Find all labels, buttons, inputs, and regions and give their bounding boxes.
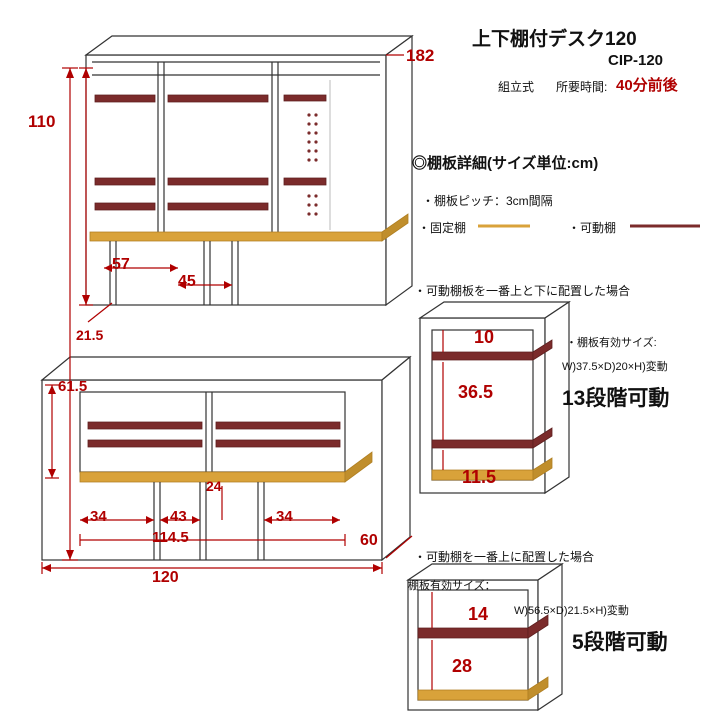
case-b-caption: ・可動棚を一番上に配置した場合 bbox=[414, 550, 595, 564]
model-number: CIP-120 bbox=[608, 52, 664, 69]
case-b-dim-bottom: 28 bbox=[452, 656, 473, 676]
case-a-note-1: ・棚板有効サイズ: bbox=[566, 337, 657, 349]
assembly-label: 組立式 bbox=[498, 80, 535, 94]
legend-fixed-label: ・固定棚 bbox=[418, 221, 467, 235]
case-a-note-2: W)37.5×D)20×H)変動 bbox=[562, 361, 668, 373]
shelf-pitch-note: ・棚板ピッチ：3cm間隔 bbox=[422, 194, 553, 208]
case-a-dim-top: 10 bbox=[474, 327, 495, 347]
page-title: 上下棚付デスク120 bbox=[472, 29, 637, 50]
dim-lower-gap: 24 bbox=[206, 478, 222, 494]
case-b-dim-top: 14 bbox=[468, 604, 489, 624]
case-a-steps: 13段階可動 bbox=[562, 387, 670, 410]
case-a-dim-bottom: 11.5 bbox=[462, 467, 497, 487]
legend-movable-label: ・可動棚 bbox=[568, 221, 617, 235]
dim-upper-depth: 21.5 bbox=[76, 327, 104, 343]
case-b-note-2: W)56.5×D)21.5×H)変動 bbox=[514, 605, 629, 617]
time-label: 所要時間: bbox=[556, 80, 608, 94]
dim-lower-left: 34 bbox=[90, 508, 107, 525]
time-value: 40分前後 bbox=[616, 77, 678, 94]
dim-lower-height: 61.5 bbox=[58, 378, 88, 395]
dim-upper-inner-a: 57 bbox=[112, 256, 130, 273]
dim-depth: 60 bbox=[360, 532, 378, 549]
dim-width: 120 bbox=[152, 569, 179, 586]
case-a-caption: ・可動棚板を一番上と下に配置した場合 bbox=[414, 284, 631, 298]
case-a-dim-mid: 36.5 bbox=[458, 382, 494, 402]
dim-upper-inner-b: 45 bbox=[178, 273, 196, 290]
shelf-detail-heading: ◎棚板詳細(サイズ単位:cm) bbox=[412, 155, 599, 172]
case-b-steps: 5段階可動 bbox=[572, 631, 668, 654]
dim-lower-right: 34 bbox=[276, 508, 293, 525]
case-b-note-1: 棚板有効サイズ： bbox=[408, 580, 496, 592]
dim-upper-height: 110 bbox=[28, 112, 56, 131]
dim-lower-inner-width: 114.5 bbox=[152, 529, 189, 546]
dim-lower-mid: 43 bbox=[170, 508, 187, 525]
dim-total-height: 182 bbox=[406, 46, 435, 65]
